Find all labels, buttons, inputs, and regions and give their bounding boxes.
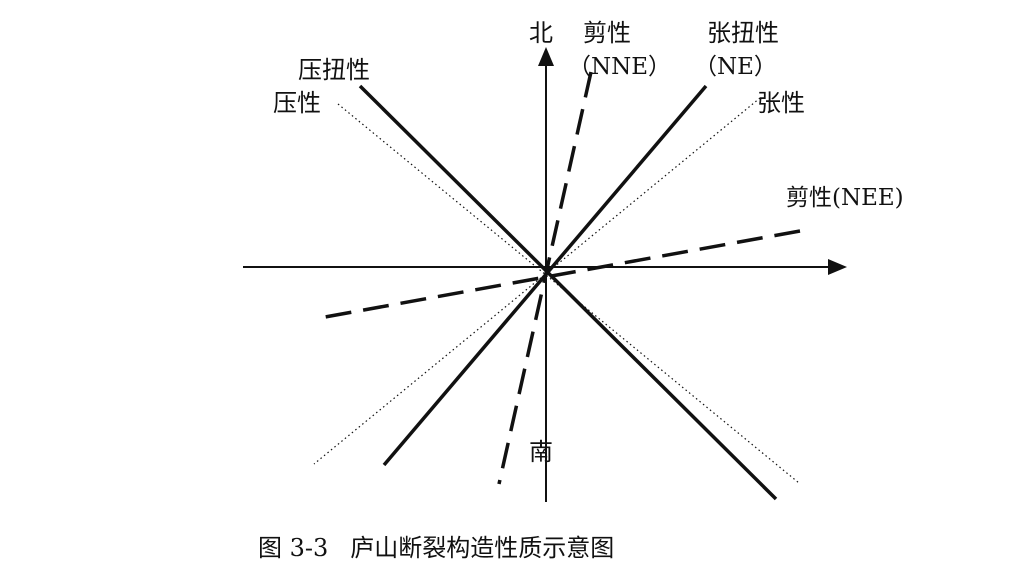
figure-caption: 图 3-3 庐山断裂构造性质示意图 [258, 536, 614, 560]
tension-fault-line [313, 97, 761, 465]
shear-nne-fault-line [497, 71, 593, 485]
figure-number: 图 3-3 [258, 534, 329, 562]
tension-shear-label: 张扭性 [707, 19, 779, 47]
north-arrow-icon [538, 47, 554, 66]
compression-shear-fault-line [358, 84, 778, 501]
tension-shear-direction-label: （NE） [694, 54, 777, 80]
figure-title: 庐山断裂构造性质示意图 [350, 534, 615, 562]
shear-nee-fault-line [313, 229, 801, 321]
compression-label: 压性 [273, 89, 321, 117]
tension-label: 张性 [757, 89, 805, 117]
east-arrow-icon [828, 259, 847, 275]
shear-nee-label: 剪性(NEE) [786, 185, 904, 211]
south-label: 南 [529, 438, 553, 466]
compression-shear-label: 压扭性 [298, 56, 370, 84]
shear-nne-label: 剪性 [583, 19, 631, 47]
north-label: 北 [529, 19, 553, 47]
shear-nne-direction-label: （NNE） [568, 54, 672, 80]
